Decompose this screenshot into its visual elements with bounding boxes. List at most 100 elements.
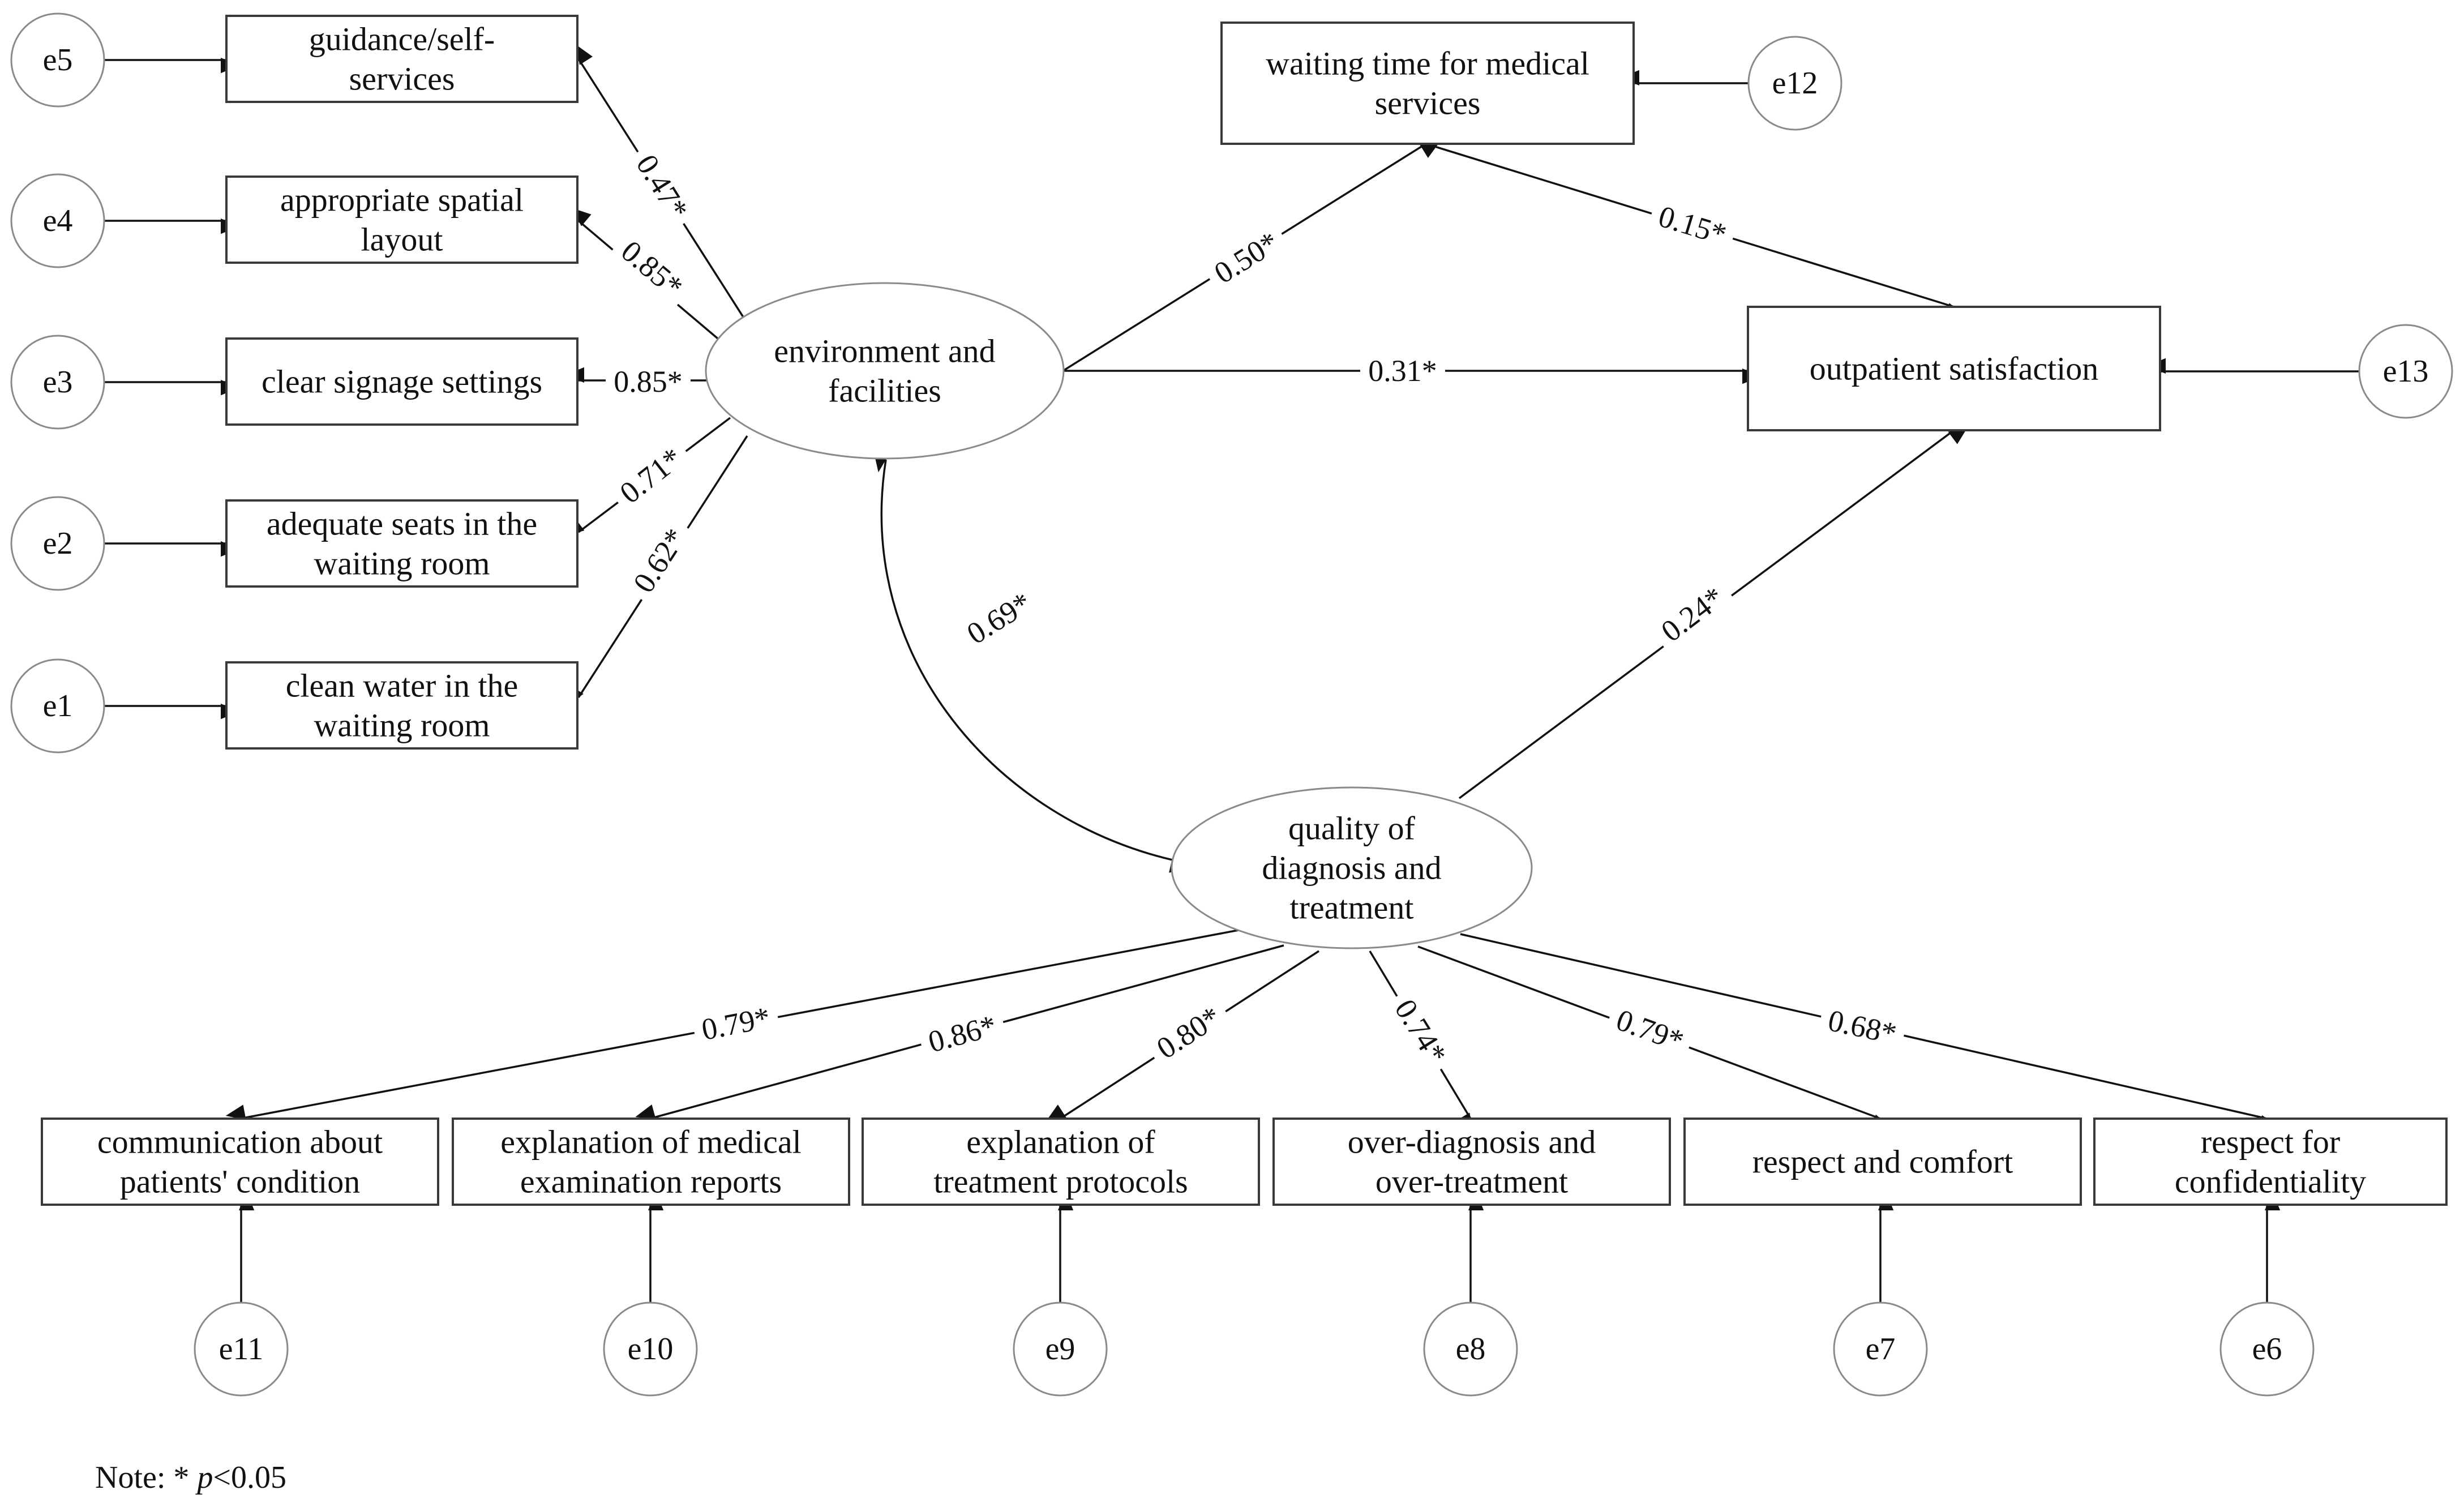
error-circle-e2 <box>10 496 105 591</box>
indicator-box-water <box>225 661 578 750</box>
indicator-box-protocols <box>862 1118 1260 1206</box>
indicator-reports-label-line: explanation of medical <box>500 1124 801 1161</box>
indicator-waiting-label-line: waiting time for medical <box>1266 45 1589 82</box>
error-circle-e10 <box>603 1302 698 1397</box>
path-coefficient-env-to-satisfaction: 0.31* <box>1368 354 1437 388</box>
indicator-respect-label: respect and comfort <box>1752 1144 2013 1180</box>
indicator-box-reports <box>452 1118 850 1206</box>
error-circle-e7 <box>1833 1302 1928 1397</box>
indicator-guidance-label-line: services <box>349 61 455 97</box>
coefficient-backdrop <box>606 365 691 399</box>
path-coefficient-quality-to-confidentiality: 0.68* <box>1825 1003 1899 1051</box>
indicator-box-confidentiality <box>2093 1118 2448 1206</box>
error-label-e2: e2 <box>43 526 73 561</box>
coefficient-backdrop <box>607 436 695 515</box>
indicator-satisfaction-label: outpatient satisfaction <box>1810 350 2099 387</box>
error-label-e10: e10 <box>628 1332 674 1367</box>
indicator-reports-label-line: examination reports <box>520 1163 782 1200</box>
indicator-signage-label-line: clear signage settings <box>262 363 542 400</box>
latent-quality-label-line: quality of <box>1288 810 1416 847</box>
error-label-e11: e11 <box>219 1332 264 1367</box>
indicator-water-label-line: clean water in the <box>286 667 518 704</box>
coefficient-backdrop <box>1648 575 1737 654</box>
error-label-e7: e7 <box>1866 1332 1896 1367</box>
coefficient-backdrop <box>608 228 696 310</box>
indicator-box-waiting <box>1220 22 1635 145</box>
coefficient-backdrop <box>916 1006 1008 1061</box>
error-circle-e12 <box>1747 36 1842 131</box>
coefficient-backdrop <box>1647 196 1738 254</box>
path-coefficient-quality-to-reports: 0.86* <box>925 1008 1000 1059</box>
indicator-box-communication <box>41 1118 439 1206</box>
error-label-e3: e3 <box>43 365 73 400</box>
error-label-e9: e9 <box>1045 1332 1075 1367</box>
indicator-confidentiality-label-line: respect for <box>2201 1124 2340 1161</box>
coefficient-backdrop <box>1143 995 1234 1071</box>
error-circle-e5 <box>10 12 105 108</box>
indicator-communication-label-line: communication about <box>97 1124 383 1161</box>
indicator-protocols-label-line: treatment protocols <box>933 1163 1188 1200</box>
coefficient-backdrop <box>622 515 697 606</box>
error-label-e13: e13 <box>2383 354 2429 389</box>
error-label-e4: e4 <box>43 203 73 238</box>
path-coefficient-quality-to-communication: 0.79* <box>699 1000 773 1047</box>
error-circle-e6 <box>2219 1302 2315 1397</box>
latent-ellipse-env <box>705 282 1065 460</box>
error-circle-e8 <box>1423 1302 1518 1397</box>
latent-env-label-line: facilities <box>828 373 941 409</box>
covariance-coefficient: 0.69* <box>961 585 1038 650</box>
note-text: Note: * p<0.05 <box>95 1460 286 1495</box>
error-label-e8: e8 <box>1456 1332 1486 1367</box>
indicator-box-overdiagnosis <box>1272 1118 1671 1206</box>
indicator-respect-label-line: respect and comfort <box>1752 1144 2013 1180</box>
indicator-guidance-label: guidance/self-services <box>309 21 495 97</box>
coefficient-backdrop <box>1383 986 1458 1077</box>
covariance-arrow <box>873 452 1190 873</box>
error-circle-e1 <box>10 658 105 754</box>
coefficient-backdrop <box>1604 1000 1696 1061</box>
coefficient-backdrop <box>1360 354 1445 388</box>
coefficient-backdrop <box>1817 1001 1908 1052</box>
path-coefficient-quality-to-respect: 0.79* <box>1612 1003 1689 1058</box>
indicator-overdiagnosis-label-line: over-treatment <box>1375 1163 1568 1200</box>
indicator-spatial-label-line: layout <box>361 221 443 258</box>
indicator-box-signage <box>225 337 578 426</box>
indicator-overdiagnosis-label-line: over-diagnosis and <box>1348 1124 1596 1161</box>
error-label-e5: e5 <box>43 42 73 78</box>
indicator-box-seats <box>225 499 578 588</box>
indicator-water-label-line: waiting room <box>314 707 490 744</box>
latent-quality-label-line: diagnosis and <box>1262 850 1441 887</box>
error-circle-e3 <box>10 335 105 430</box>
latent-quality-label-line: treatment <box>1289 889 1413 926</box>
latent-ellipse-quality <box>1171 786 1533 949</box>
error-circle-e9 <box>1013 1302 1108 1397</box>
indicator-box-respect <box>1683 1118 2082 1206</box>
error-circle-e11 <box>194 1302 289 1397</box>
indicator-seats-label-line: adequate seats in the <box>267 506 537 542</box>
indicator-waiting-label-line: services <box>1375 85 1481 122</box>
error-label-e12: e12 <box>1772 66 1818 101</box>
indicator-confidentiality-label-line: confidentiality <box>2175 1163 2366 1200</box>
indicator-satisfaction-label-line: outpatient satisfaction <box>1810 350 2099 387</box>
coefficient-backdrop <box>691 999 781 1048</box>
indicator-seats-label-line: waiting room <box>314 545 490 582</box>
indicator-box-guidance <box>225 15 578 103</box>
node-layer: guidance/self-services appropriate spatia… <box>10 12 2453 1397</box>
indicator-box-spatial <box>225 175 578 264</box>
indicator-communication-label-line: patients' condition <box>120 1163 360 1200</box>
note-p-symbol: p <box>195 1460 213 1495</box>
error-label-e1: e1 <box>43 688 73 723</box>
path-coefficient-waiting-to-satisfaction: 0.15* <box>1655 199 1730 252</box>
